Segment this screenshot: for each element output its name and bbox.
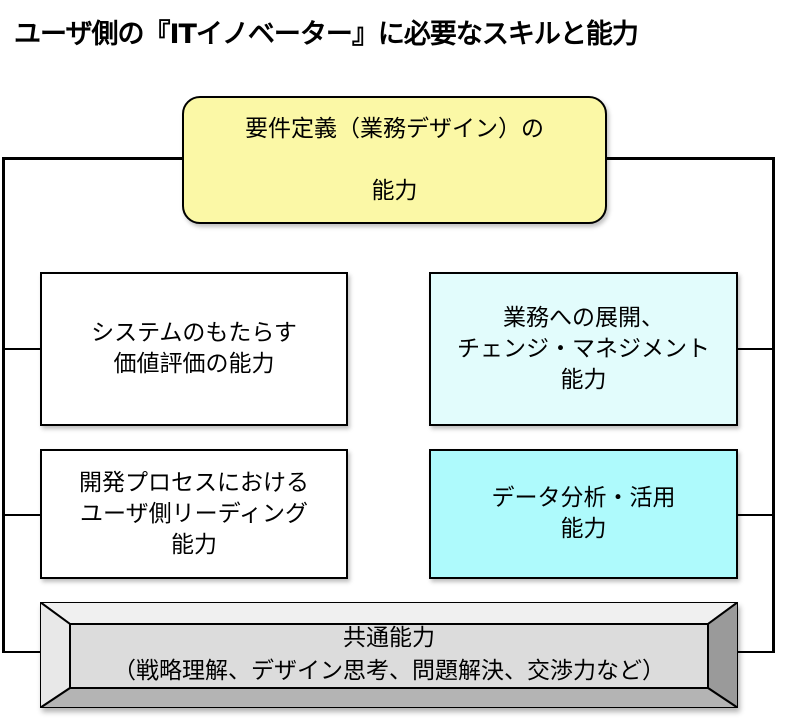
connector-top-left: [2, 157, 183, 160]
connector-bottom-right: [737, 651, 774, 653]
change-management-text: 業務への展開、 チェンジ・マネジメント 能力: [457, 304, 710, 393]
connector-right-1: [737, 348, 774, 350]
system-value-evaluation-box: システムのもたらす 価値評価の能力: [40, 272, 348, 426]
common-abilities-title: 共通能力: [343, 625, 435, 651]
user-side-leading-box: 開発プロセスにおける ユーザ側リーディング 能力: [40, 449, 348, 579]
connector-left-1: [2, 348, 41, 350]
bevel-face: [69, 623, 709, 689]
connector-left-vertical: [2, 157, 5, 653]
data-analysis-text: データ分析・活用 能力: [491, 485, 676, 542]
connector-top-right: [606, 157, 775, 160]
data-analysis-box: データ分析・活用 能力: [429, 449, 738, 579]
diagram-title: ユーザ側の『ITイノベーター』に必要なスキルと能力: [14, 19, 639, 50]
user-side-leading-text: 開発プロセスにおける ユーザ側リーディング 能力: [79, 469, 309, 558]
connector-right-2: [737, 514, 774, 516]
common-abilities-box: 共通能力 （戦略理解、デザイン思考、問題解決、交渉力など）: [40, 602, 738, 708]
system-value-evaluation-text: システムのもたらす 価値評価の能力: [91, 320, 297, 377]
connector-right-vertical: [772, 157, 775, 653]
requirements-definition-line1: 要件定義（業務デザイン）の: [245, 115, 544, 142]
common-abilities-examples: （戦略理解、デザイン思考、問題解決、交渉力など）: [113, 658, 665, 684]
requirements-definition-line2: 能力: [371, 177, 418, 204]
connector-bottom-left: [2, 651, 41, 653]
requirements-definition-box: 要件定義（業務デザイン）の 能力: [182, 96, 607, 224]
bevel-frame: [40, 602, 738, 708]
connector-left-2: [2, 514, 41, 516]
change-management-box: 業務への展開、 チェンジ・マネジメント 能力: [429, 272, 738, 426]
